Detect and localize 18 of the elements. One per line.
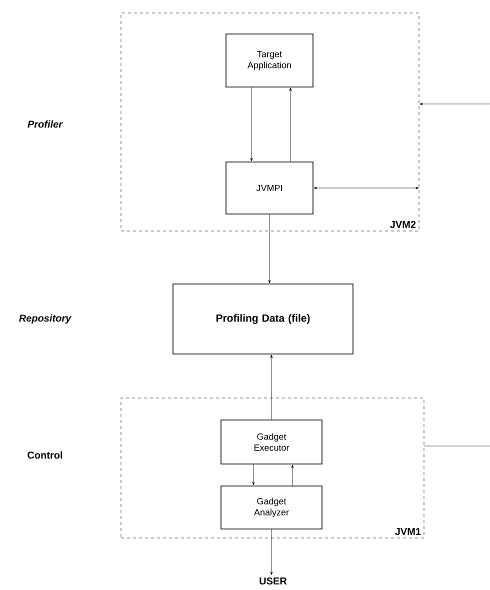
user-label: USER [260, 577, 287, 585]
process-box: JVMPI [226, 162, 314, 214]
arrow [250, 87, 253, 162]
arrow [291, 464, 294, 486]
arrow [270, 529, 273, 575]
layer-label: Repository [19, 314, 72, 324]
arrow [268, 214, 271, 284]
arrow [289, 88, 292, 162]
process-box: Gadget Analyzer [220, 486, 322, 530]
layer-label: Control [28, 451, 62, 459]
arrow [420, 102, 490, 106]
process-box: Profiling Data (file) [172, 284, 354, 354]
process-box: Gadget Executor [220, 420, 322, 464]
arrow [252, 464, 255, 486]
layer-label: Profiler [28, 120, 63, 128]
arrow [270, 354, 273, 420]
arrow [314, 186, 419, 190]
process-box: Target Application [226, 34, 314, 88]
